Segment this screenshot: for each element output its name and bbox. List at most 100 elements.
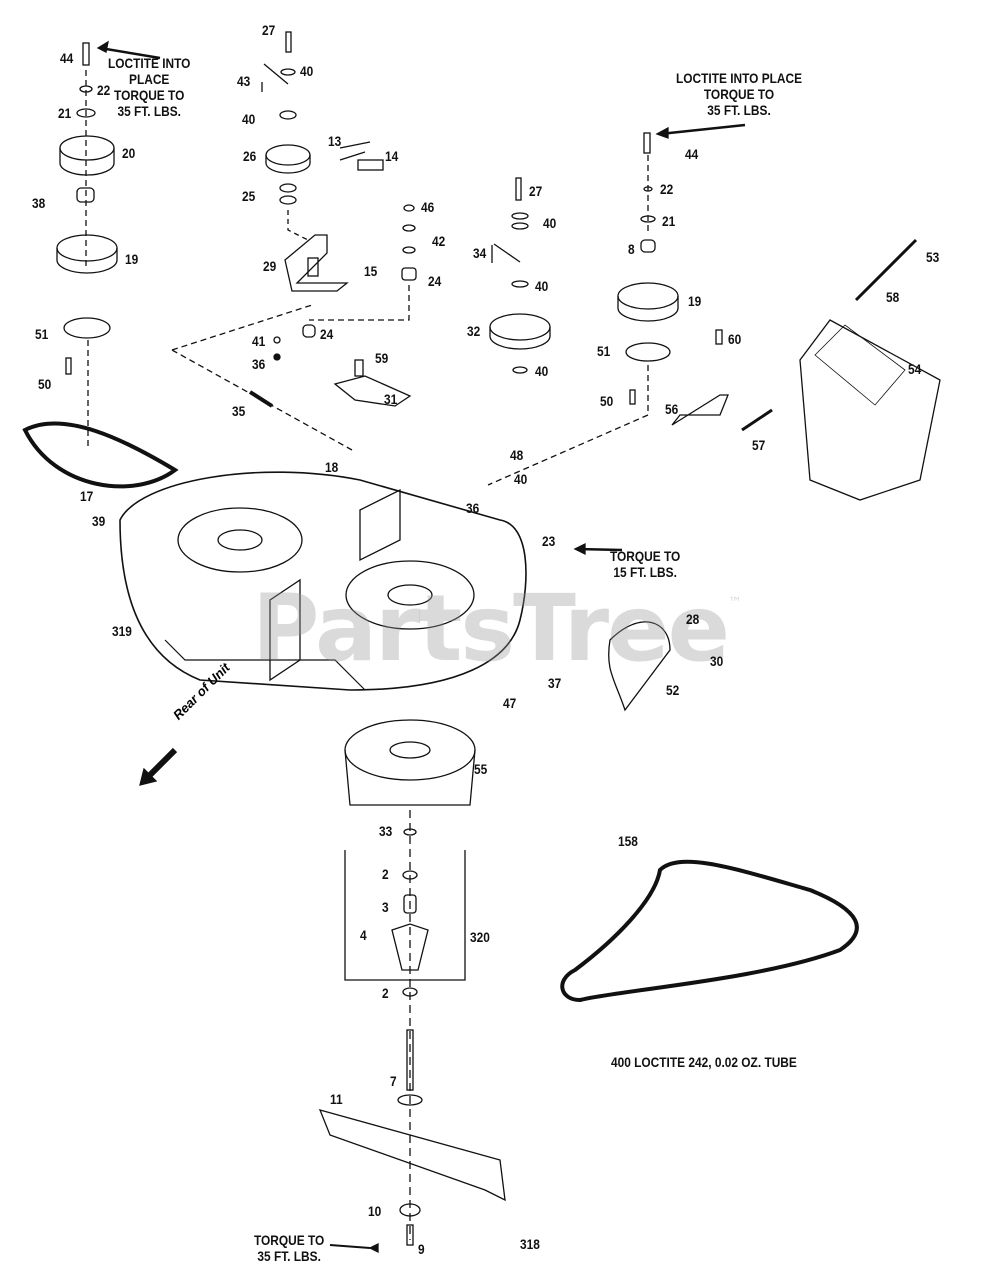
callout: 17	[80, 488, 94, 504]
callout: 4	[360, 927, 367, 943]
callout: 25	[242, 188, 256, 204]
callout: 20	[122, 145, 136, 161]
note-loctite-tube: 400 LOCTITE 242, 0.02 OZ. TUBE	[611, 1054, 797, 1070]
note-line: TORQUE TO	[703, 86, 775, 102]
note-line: 15 FT. LBS.	[613, 564, 677, 580]
sprocket-19-left	[56, 234, 118, 262]
callout: 318	[520, 1236, 540, 1252]
callout: 51	[35, 326, 49, 342]
watermark-text: PartsTree	[252, 575, 730, 682]
callout: 53	[926, 249, 940, 265]
callout: 13	[328, 133, 342, 149]
idler-bracket-29	[284, 234, 349, 292]
callout: 31	[384, 391, 398, 407]
note-line: 35 FT. LBS.	[257, 1248, 321, 1264]
callout: 14	[385, 148, 399, 164]
callout: 57	[752, 437, 766, 453]
blade-11	[318, 1109, 506, 1202]
idler-pulley-stack	[171, 31, 417, 451]
callout: 30	[710, 653, 724, 669]
callout: 21	[662, 213, 676, 229]
callout: 40	[535, 278, 549, 294]
sprocket-19-right	[617, 282, 679, 310]
pulley-32	[489, 313, 551, 341]
callout: 158	[618, 833, 638, 849]
deflector-52	[608, 621, 671, 712]
watermark-trademark: ™	[727, 595, 742, 611]
callout: 2	[382, 866, 389, 882]
callout: 48	[510, 447, 524, 463]
callout: 22	[97, 82, 111, 98]
note-loctite-right: LOCTITE INTO PLACE TORQUE TO 35 FT. LBS.	[676, 70, 802, 118]
spindle-4	[391, 923, 429, 971]
callout: 320	[470, 929, 490, 945]
chute-54	[799, 319, 941, 501]
callout: 44	[60, 50, 74, 66]
callout: 55	[474, 761, 488, 777]
callout: 40	[242, 111, 256, 127]
callout: 39	[92, 513, 106, 529]
callout: 15	[364, 263, 378, 279]
callout: 32	[467, 323, 481, 339]
callout: 60	[728, 331, 742, 347]
callout: 40	[543, 215, 557, 231]
callout: 29	[263, 258, 277, 274]
deck-housing	[119, 471, 527, 691]
note-line: 35 FT. LBS.	[707, 102, 771, 118]
callout: 2	[382, 985, 389, 1001]
callout: 40	[514, 471, 528, 487]
callout: 9	[418, 1241, 425, 1257]
callout: 59	[375, 350, 389, 366]
callout: 51	[597, 343, 611, 359]
callout: 58	[886, 289, 900, 305]
callout: 319	[112, 623, 132, 639]
callout: 35	[232, 403, 246, 419]
note-loctite-left: LOCTITE INTO PLACE TORQUE TO 35 FT. LBS.	[108, 55, 190, 119]
callout: 37	[548, 675, 562, 691]
callout: 50	[600, 393, 614, 409]
note-torque-bottom: TORQUE TO 35 FT. LBS.	[254, 1232, 324, 1264]
partstree-watermark: PartsTree™	[252, 575, 742, 682]
callout: 10	[368, 1203, 382, 1219]
callout: 38	[32, 195, 46, 211]
callout: 56	[665, 401, 679, 417]
right-pulley-stack	[487, 132, 941, 501]
callout: 24	[428, 273, 442, 289]
callout: 19	[688, 293, 702, 309]
callout: 44	[685, 146, 699, 162]
callout: 27	[529, 183, 543, 199]
rod-58	[854, 238, 918, 302]
callout: 40	[535, 363, 549, 379]
note-line: TORQUE TO	[114, 87, 185, 103]
callout: 28	[686, 611, 700, 627]
housing-55	[344, 719, 476, 781]
callout: 36	[466, 500, 480, 516]
callout: 46	[421, 199, 435, 215]
callout: 36	[252, 356, 266, 372]
callout: 7	[390, 1073, 397, 1089]
bracket-56	[671, 394, 729, 426]
note-line: PLACE	[129, 71, 170, 87]
note-line: TORQUE TO	[610, 548, 681, 564]
belt-17	[22, 421, 179, 489]
callout: 26	[243, 148, 257, 164]
callout: 19	[125, 251, 139, 267]
hub-51-left	[63, 317, 111, 339]
callout: 24	[320, 326, 334, 342]
bolt-44-left	[82, 42, 90, 66]
note-line: 35 FT. LBS.	[117, 103, 181, 119]
callout: 47	[503, 695, 517, 711]
spindle-bracket-320	[344, 850, 466, 981]
callout: 21	[58, 105, 72, 121]
callout: 54	[908, 361, 922, 377]
note-line: LOCTITE INTO PLACE	[676, 70, 803, 86]
callout: 23	[542, 533, 556, 549]
callout: 42	[432, 233, 446, 249]
note-line: LOCTITE INTO	[108, 55, 191, 71]
callout: 43	[237, 73, 251, 89]
callout: 41	[252, 333, 266, 349]
note-torque-15: TORQUE TO 15 FT. LBS.	[610, 548, 680, 580]
belt-158	[560, 859, 859, 1003]
